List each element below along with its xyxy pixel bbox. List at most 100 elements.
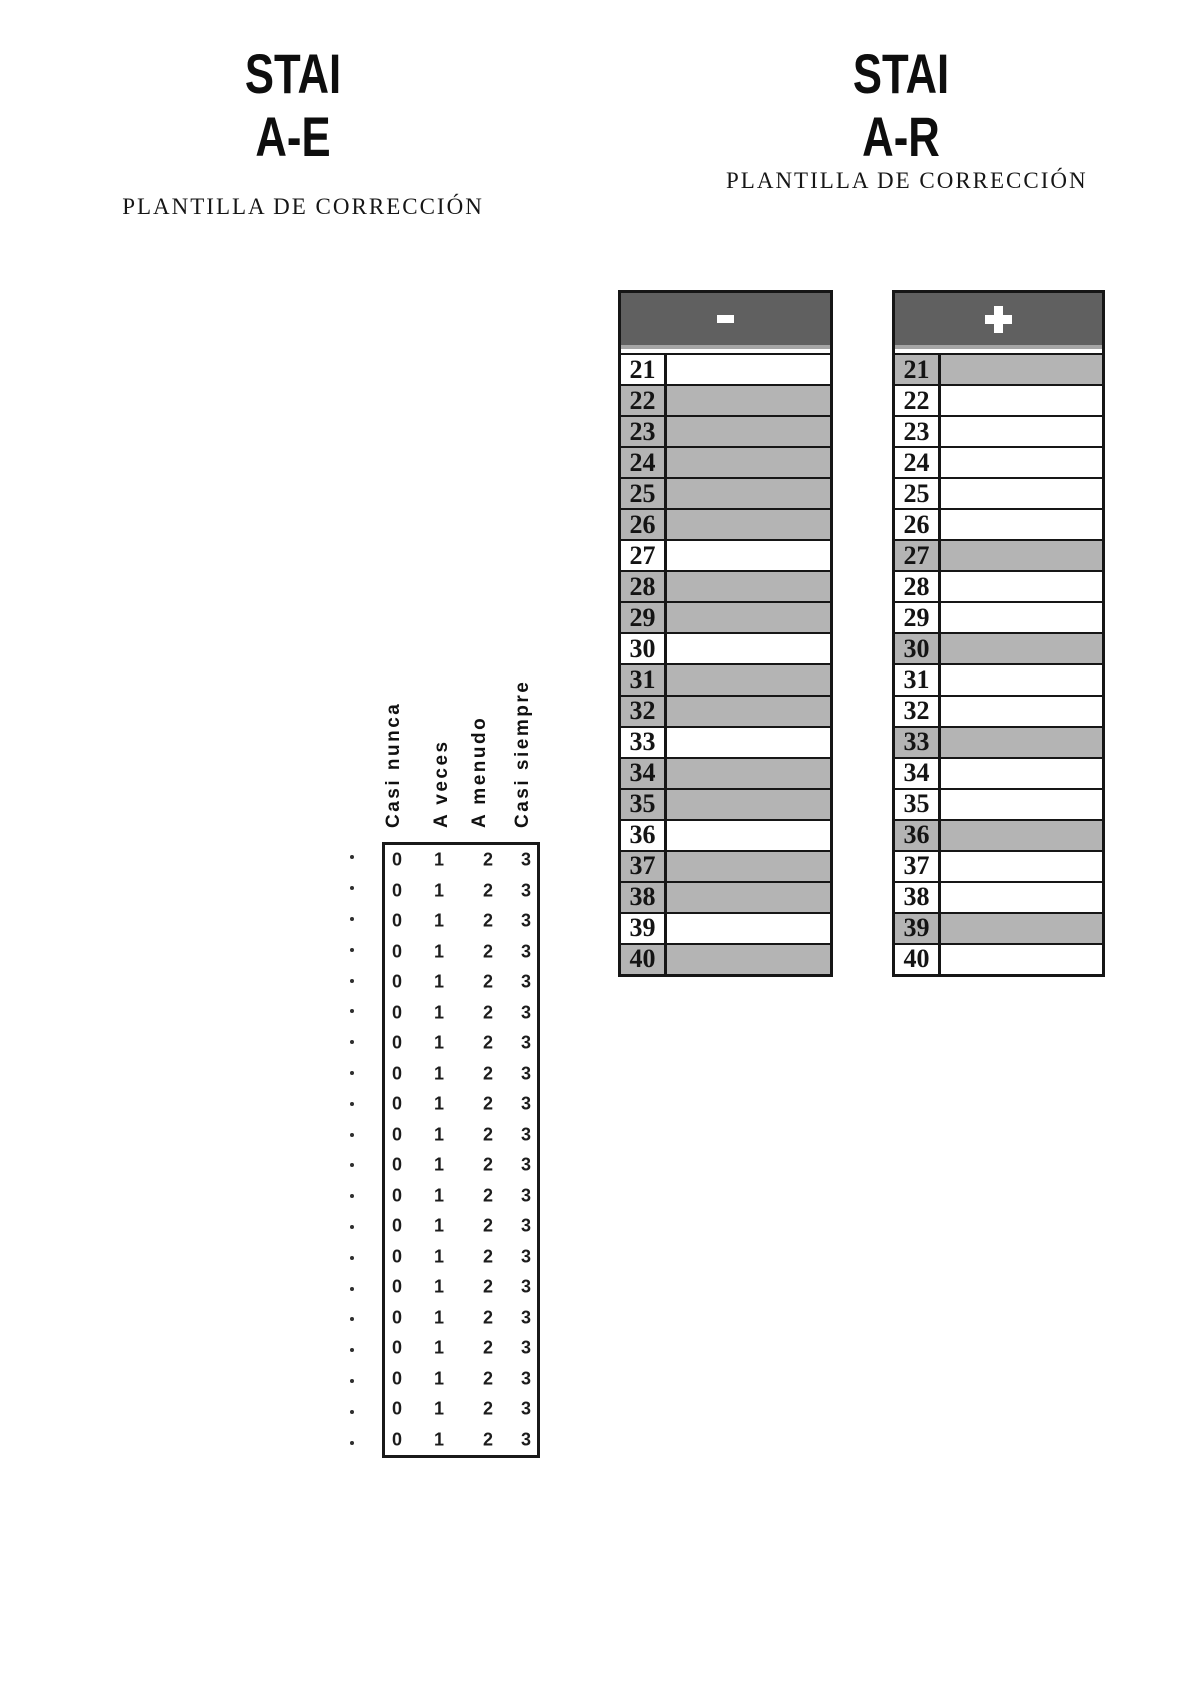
leader-dot <box>350 1378 354 1383</box>
table-row-item-23: 23 <box>895 415 1102 447</box>
option-value: 2 <box>482 1337 493 1358</box>
item-number: 26 <box>895 510 941 540</box>
answer-cell <box>941 914 1102 943</box>
option-value: 1 <box>433 1124 444 1145</box>
answer-cell <box>667 541 830 570</box>
option-value: 1 <box>433 1063 444 1084</box>
leader-dots-column <box>350 842 362 1458</box>
option-value: 2 <box>482 1093 493 1114</box>
answer-cell <box>667 603 830 632</box>
option-value: 0 <box>391 849 402 870</box>
table-row-item-28: 28 <box>895 570 1102 602</box>
answer-cell <box>667 852 830 881</box>
option-value: 1 <box>433 941 444 962</box>
item-number: 30 <box>895 634 941 664</box>
option-value: 3 <box>520 1368 531 1389</box>
leader-dot-cell <box>350 1366 362 1397</box>
option-value: 2 <box>482 971 493 992</box>
table-row-item-40: 40 <box>621 942 830 974</box>
table-row-item-30: 30 <box>621 632 830 664</box>
answer-cell <box>941 728 1102 757</box>
plus-symbol-icon <box>985 305 1012 333</box>
leader-dot <box>350 916 354 921</box>
item-number: 36 <box>621 820 667 850</box>
table-row-item-31: 31 <box>621 663 830 695</box>
right-title-stai: STAI <box>852 42 950 105</box>
option-value: 1 <box>433 849 444 870</box>
table-row-item-36: 36 <box>621 818 830 850</box>
option-value: 0 <box>391 1063 402 1084</box>
option-value: 2 <box>482 1398 493 1419</box>
option-value: 2 <box>482 1154 493 1175</box>
leader-dot-cell <box>350 1304 362 1335</box>
item-number: 31 <box>895 665 941 695</box>
option-value: 0 <box>391 1032 402 1053</box>
option-value: 2 <box>482 1368 493 1389</box>
answer-cell <box>941 697 1102 726</box>
item-number: 23 <box>621 417 667 447</box>
item-number: 24 <box>895 448 941 478</box>
leader-dot-cell <box>350 1396 362 1427</box>
leader-dot <box>350 1101 354 1106</box>
answer-cell <box>667 510 830 539</box>
table-row-item-38: 38 <box>895 880 1102 912</box>
table-row-item-35: 35 <box>895 787 1102 819</box>
leader-dot <box>350 1194 354 1199</box>
leader-dot <box>350 1409 354 1414</box>
option-value: 0 <box>391 1368 402 1389</box>
item-number: 22 <box>895 386 941 416</box>
table-row-item-24: 24 <box>895 446 1102 478</box>
item-number: 32 <box>895 696 941 726</box>
item-number: 28 <box>621 572 667 602</box>
item-number: 39 <box>621 913 667 943</box>
leader-dot-cell <box>350 934 362 965</box>
item-number: 40 <box>895 944 941 974</box>
option-value: 1 <box>433 910 444 931</box>
leader-dot <box>350 1348 354 1353</box>
column-label-casi-siempre: Casi siempre <box>512 679 533 828</box>
item-number: 30 <box>621 634 667 664</box>
table-row-item-40: 40 <box>895 942 1102 974</box>
answer-cell <box>667 417 830 446</box>
answer-cell <box>667 821 830 850</box>
table-row-item-37: 37 <box>895 849 1102 881</box>
table-row-item-24: 24 <box>621 446 830 478</box>
option-value: 0 <box>391 1337 402 1358</box>
item-number: 27 <box>895 541 941 571</box>
table-row-item-31: 31 <box>895 663 1102 695</box>
option-value: 2 <box>482 1124 493 1145</box>
option-value: 1 <box>433 1246 444 1267</box>
right-subtitle-plantilla: PLANTILLA DE CORRECCIÓN <box>726 168 1088 193</box>
option-value: 0 <box>391 1429 402 1450</box>
table-row-item-32: 32 <box>621 694 830 726</box>
option-value: 0 <box>391 1307 402 1328</box>
answer-cell <box>667 665 830 694</box>
item-number: 35 <box>621 789 667 819</box>
option-value: 3 <box>520 1154 531 1175</box>
plus-symbol-vertical-bar <box>994 305 1003 333</box>
option-value: 0 <box>391 880 402 901</box>
table-row-item-26: 26 <box>621 508 830 540</box>
answer-cell <box>941 386 1102 415</box>
column-label-casi-nunca: Casi nunca <box>383 701 404 828</box>
leader-dot <box>350 978 354 983</box>
option-value: 3 <box>520 1337 531 1358</box>
option-value: 1 <box>433 1398 444 1419</box>
item-number: 29 <box>621 603 667 633</box>
option-value: 3 <box>520 880 531 901</box>
leader-dot <box>350 1440 354 1445</box>
leader-dot <box>350 1317 354 1322</box>
table-row-item-36: 36 <box>895 818 1102 850</box>
option-value: 3 <box>520 1429 531 1450</box>
option-value: 0 <box>391 1185 402 1206</box>
table-row-item-25: 25 <box>621 477 830 509</box>
option-value: 1 <box>433 1093 444 1114</box>
answer-cell <box>941 541 1102 570</box>
table-row-item-23: 23 <box>621 415 830 447</box>
